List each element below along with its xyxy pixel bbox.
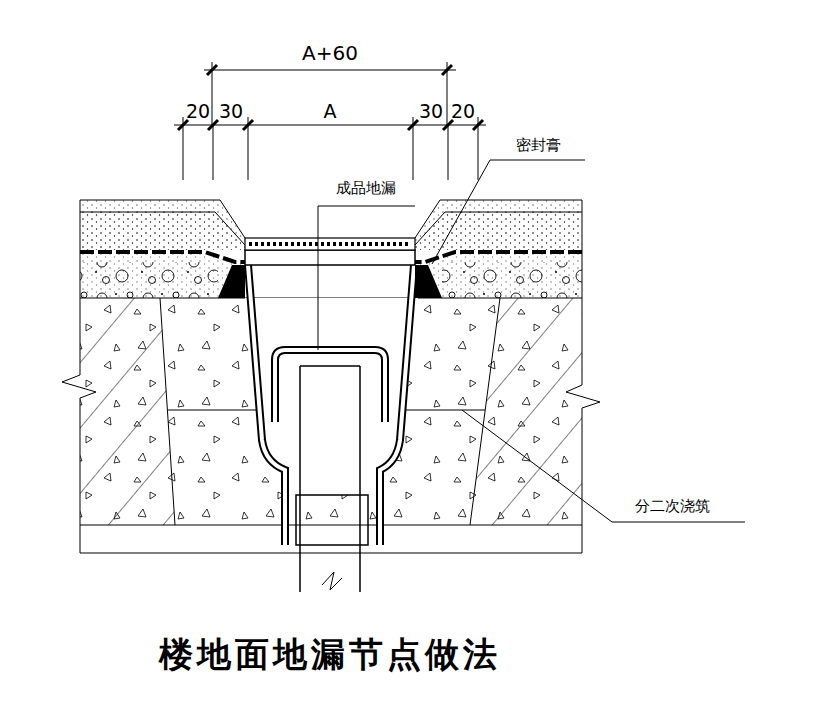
layer-lines	[80, 200, 582, 298]
slab	[80, 298, 582, 525]
floor-layers	[80, 200, 582, 298]
dimension-total: A+60	[302, 42, 358, 64]
dimension-value: 20	[451, 101, 475, 122]
dimension-lines	[174, 62, 486, 180]
part-label: 密封膏	[516, 137, 561, 154]
leader-lines	[318, 160, 745, 522]
dimension-value: 30	[419, 101, 443, 122]
dimension-ticks	[178, 65, 483, 130]
dimension-value: A	[324, 101, 337, 122]
drawing-title: 楼地面地漏节点做法	[159, 636, 501, 673]
drain-body	[218, 238, 442, 592]
part-label: 成品地漏	[336, 180, 396, 197]
note-label: 分二次浇筑	[635, 498, 710, 515]
dimension-value: 30	[219, 101, 243, 122]
pour-joints	[62, 200, 600, 553]
dimension-value: 20	[186, 101, 210, 122]
